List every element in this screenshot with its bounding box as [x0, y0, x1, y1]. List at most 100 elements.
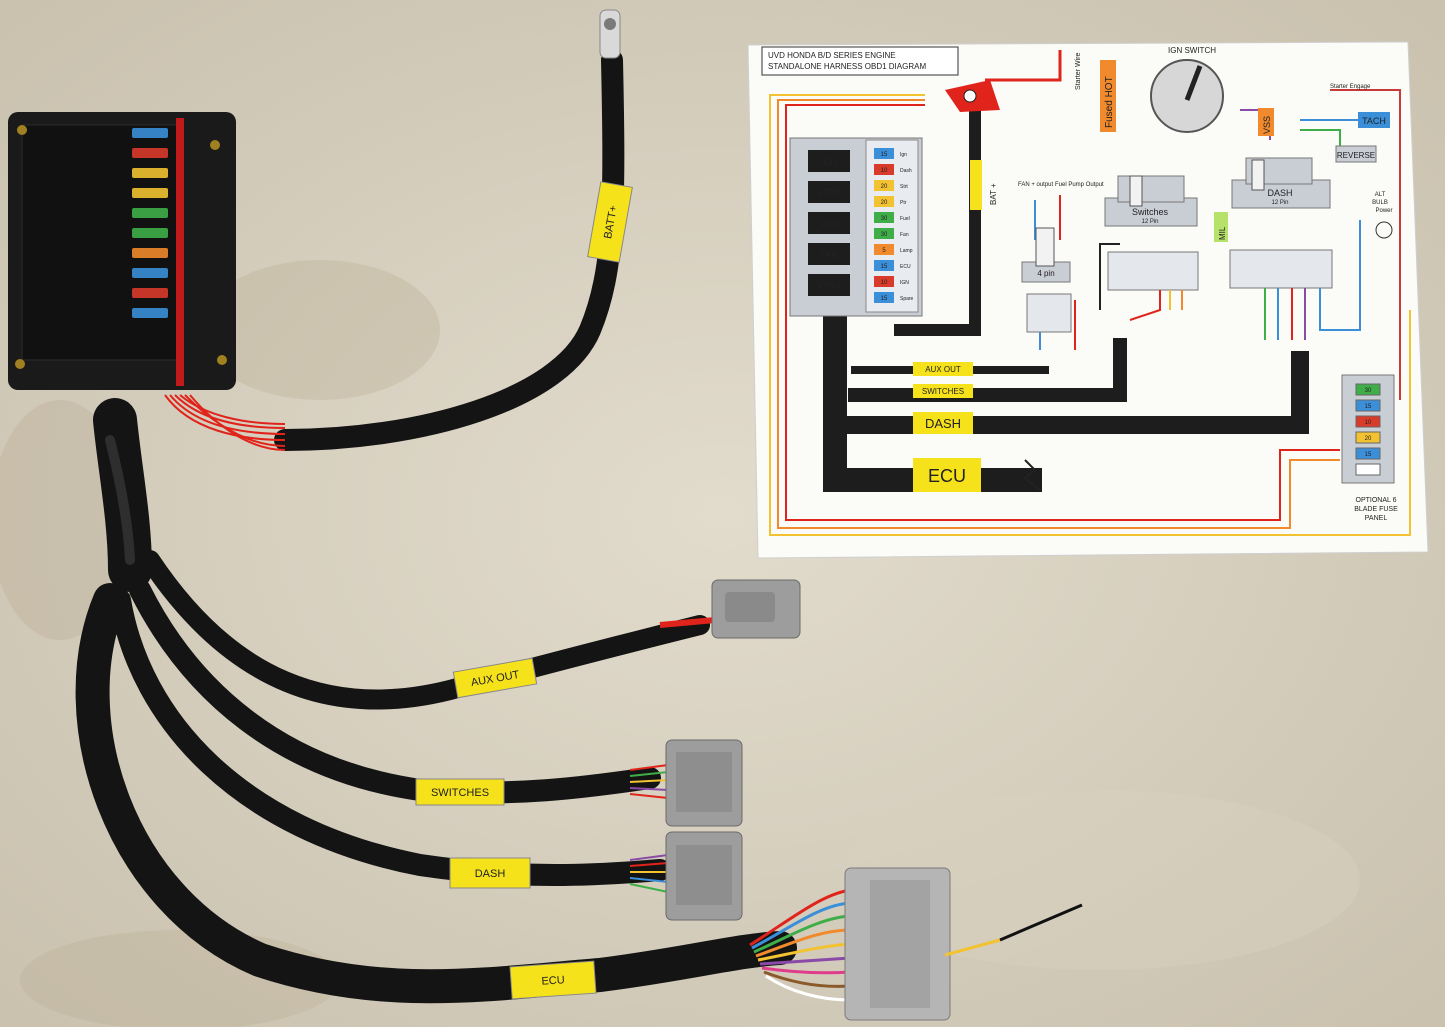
diagram-fuse-name: Lamp [900, 248, 913, 254]
relay-label: XTRA [817, 281, 841, 291]
relay-label: IGN [821, 157, 837, 167]
diagram-fuse [874, 164, 894, 175]
vss-label: VSS [1262, 116, 1272, 134]
diagram-fuse [874, 180, 894, 191]
switches-pin-label: 12 Pin [1141, 219, 1158, 225]
diagram-fuse-amp: 20 [881, 184, 888, 190]
fuel-pump-label: Fuel Pump Output [1055, 182, 1104, 188]
relay-box [808, 181, 850, 203]
dash-connector [629, 831, 743, 921]
optional-fuse [1355, 383, 1381, 396]
blade-fuse [132, 148, 168, 158]
ecu-connector [749, 867, 1083, 1021]
harness-tags: BATT+ AUX OUT SWITCHES DASH ECU [415, 181, 633, 1000]
stain [200, 260, 440, 400]
diagram-fuse-name: Fuel [900, 216, 910, 222]
optional-fuse-amp: 10 [1365, 420, 1372, 426]
diagram-fuse [874, 212, 894, 223]
opt-fuse-line3: PANEL [1365, 515, 1388, 522]
fan-output-label: FAN + output [1018, 182, 1054, 188]
diagram-fuse [874, 228, 894, 239]
diagram-switches-label: SWITCHES [922, 387, 964, 396]
switches-box-label: Switches [1132, 207, 1169, 217]
wiring-diagram: UVD HONDA B/D SERIES ENGINE STANDALONE H… [747, 41, 1429, 559]
blade-fuse [132, 188, 168, 198]
relay-box [808, 150, 850, 172]
diagram-fuse-amp: 10 [881, 168, 888, 174]
relay-box [808, 243, 850, 265]
blade-fuse [132, 208, 168, 218]
switches-connector [629, 739, 743, 827]
dash-box-label: DASH [1267, 188, 1292, 198]
starter-wire-label: Starter Wire [1075, 53, 1082, 90]
battery-ring-terminal [599, 9, 621, 59]
aux-connector [659, 579, 801, 639]
optional-fuse-amp: 30 [1365, 388, 1372, 394]
diagram-fuse-name: Strt [900, 184, 908, 190]
diagram-fuse [874, 260, 894, 271]
ecu-tag: ECU [509, 960, 597, 1000]
blade-fuse [132, 128, 168, 138]
red-wires [164, 394, 286, 451]
four-pin-label: 4 pin [1037, 269, 1054, 278]
tach-label: TACH [1362, 116, 1386, 126]
diagram-title-line1: UVD HONDA B/D SERIES ENGINE [768, 51, 896, 60]
diagram-fuse-name: Spare [900, 296, 914, 302]
fused-hot-label: Fused HOT [1104, 76, 1115, 128]
relay-box [808, 274, 850, 296]
relay-label: Fuel [820, 219, 838, 229]
starter-engage-label: Starter Engage [1330, 84, 1371, 90]
mil-label: MIL [1218, 226, 1227, 240]
bat-plus-label: BAT + [989, 183, 998, 205]
diagram-title-line2: STANDALONE HARNESS OBD1 DIAGRAM [768, 62, 926, 71]
diagram-fuse-name: Ptr [900, 200, 907, 206]
diagram-ecu-label: ECU [928, 466, 966, 486]
diagram-fuse-name: IGN [900, 280, 909, 286]
diagram-fuse-amp: 15 [881, 152, 888, 158]
diagram-fuse-amp: 15 [881, 296, 888, 302]
diagram-fuse-name: Ign [900, 152, 907, 158]
dash-tag: DASH [449, 857, 531, 889]
optional-fuse [1355, 447, 1381, 460]
batt-tag-text: BATT+ [602, 205, 620, 240]
alt-bulb-line2: BULB [1372, 200, 1388, 206]
optional-fuse-amp: 15 [1365, 452, 1372, 458]
stain [840, 790, 1360, 970]
optional-fuse [1355, 399, 1381, 412]
aux-tag: AUX OUT [452, 657, 538, 699]
fuse-box [8, 112, 236, 390]
blade-fuse [132, 288, 168, 298]
optional-fuse-amp: 20 [1365, 436, 1372, 442]
diagram-fuse-amp: 5 [882, 248, 886, 254]
switches-tag: SWITCHES [415, 778, 505, 806]
diagram-fuse [874, 196, 894, 207]
diagram-fuse-amp: 15 [881, 264, 888, 270]
relay-label: FAN [820, 250, 838, 260]
alt-bulb-line3: Power [1375, 208, 1392, 214]
diagram-fuse-amp: 30 [881, 216, 888, 222]
blade-fuse [132, 308, 168, 318]
ign-switch-label: IGN SWITCH [1168, 46, 1216, 55]
switches-tag-text: SWITCHES [431, 787, 489, 799]
optional-fuse [1355, 463, 1381, 476]
alt-bulb-line1: ALT [1375, 192, 1386, 198]
relay-label: STRT [817, 188, 841, 198]
diagram-fuse [874, 244, 894, 255]
diagram-dash-label: DASH [925, 416, 961, 431]
batt-tag: BATT+ [587, 181, 633, 263]
opt-fuse-line1: OPTIONAL 6 [1356, 497, 1397, 504]
diagram-fuse [874, 148, 894, 159]
blade-fuse [132, 168, 168, 178]
diagram-fuse-name: Fan [900, 232, 909, 238]
blade-fuse [132, 228, 168, 238]
diagram-fuse-amp: 20 [881, 200, 888, 206]
diagram-fuse-amp: 10 [881, 280, 888, 286]
ecu-tag-text: ECU [541, 974, 565, 988]
blade-fuse [132, 268, 168, 278]
opt-fuse-line2: BLADE FUSE [1354, 506, 1398, 513]
optional-fuse [1355, 431, 1381, 444]
diagram-aux-label: AUX OUT [925, 365, 961, 374]
reverse-label: REVERSE [1337, 151, 1375, 160]
dash-tag-text: DASH [475, 868, 506, 880]
